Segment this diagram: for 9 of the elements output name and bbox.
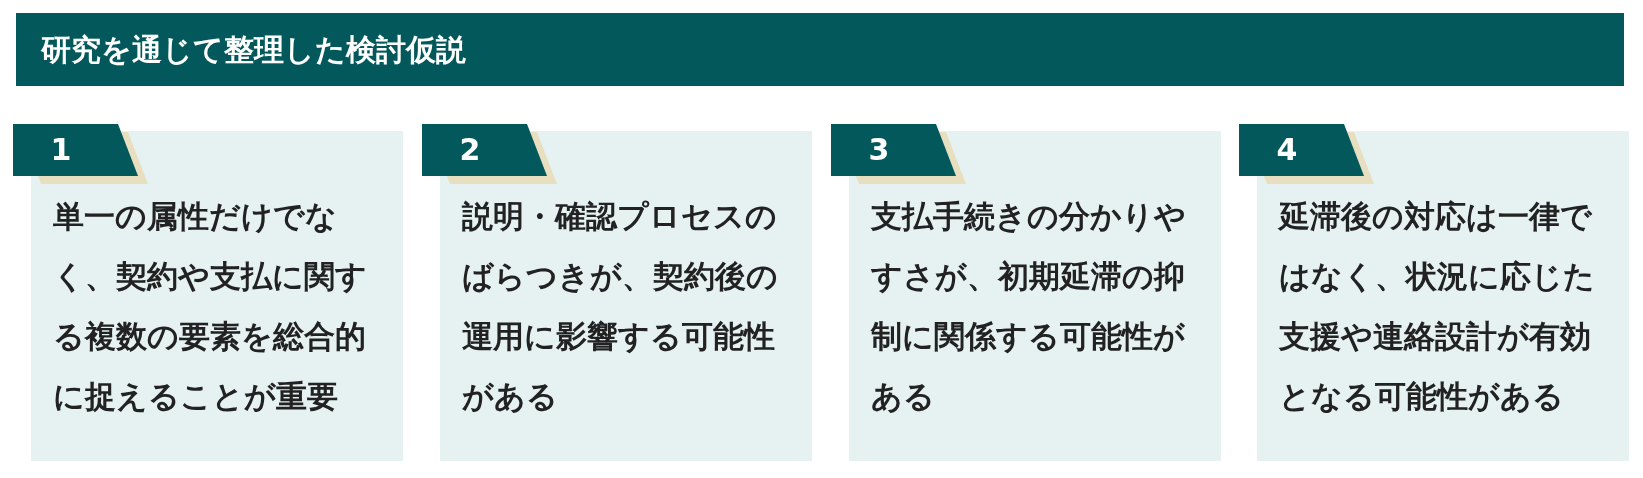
hypothesis-text: 単一の属性だけでなく、契約や支払に関する複数の要素を総合的に捉えることが重要 xyxy=(53,197,368,416)
title-banner: 研究を通じて整理した検討仮説 xyxy=(16,13,1624,86)
number-label: 4 xyxy=(1275,131,1299,169)
number-label: 3 xyxy=(867,131,891,169)
number-label: 1 xyxy=(49,131,73,169)
hypothesis-text: 説明・確認プロセスのばらつきが、契約後の運用に影響する可能性がある xyxy=(462,197,779,416)
number-label: 2 xyxy=(458,131,482,169)
hypothesis-text: 支払手続きの分かりやすさが、初期延滞の抑制に関係する可能性がある xyxy=(871,197,1187,416)
hypothesis-text: 延滞後の対応は一律ではなく、状況に応じた支援や連絡設計が有効となる可能性がある xyxy=(1279,197,1596,416)
